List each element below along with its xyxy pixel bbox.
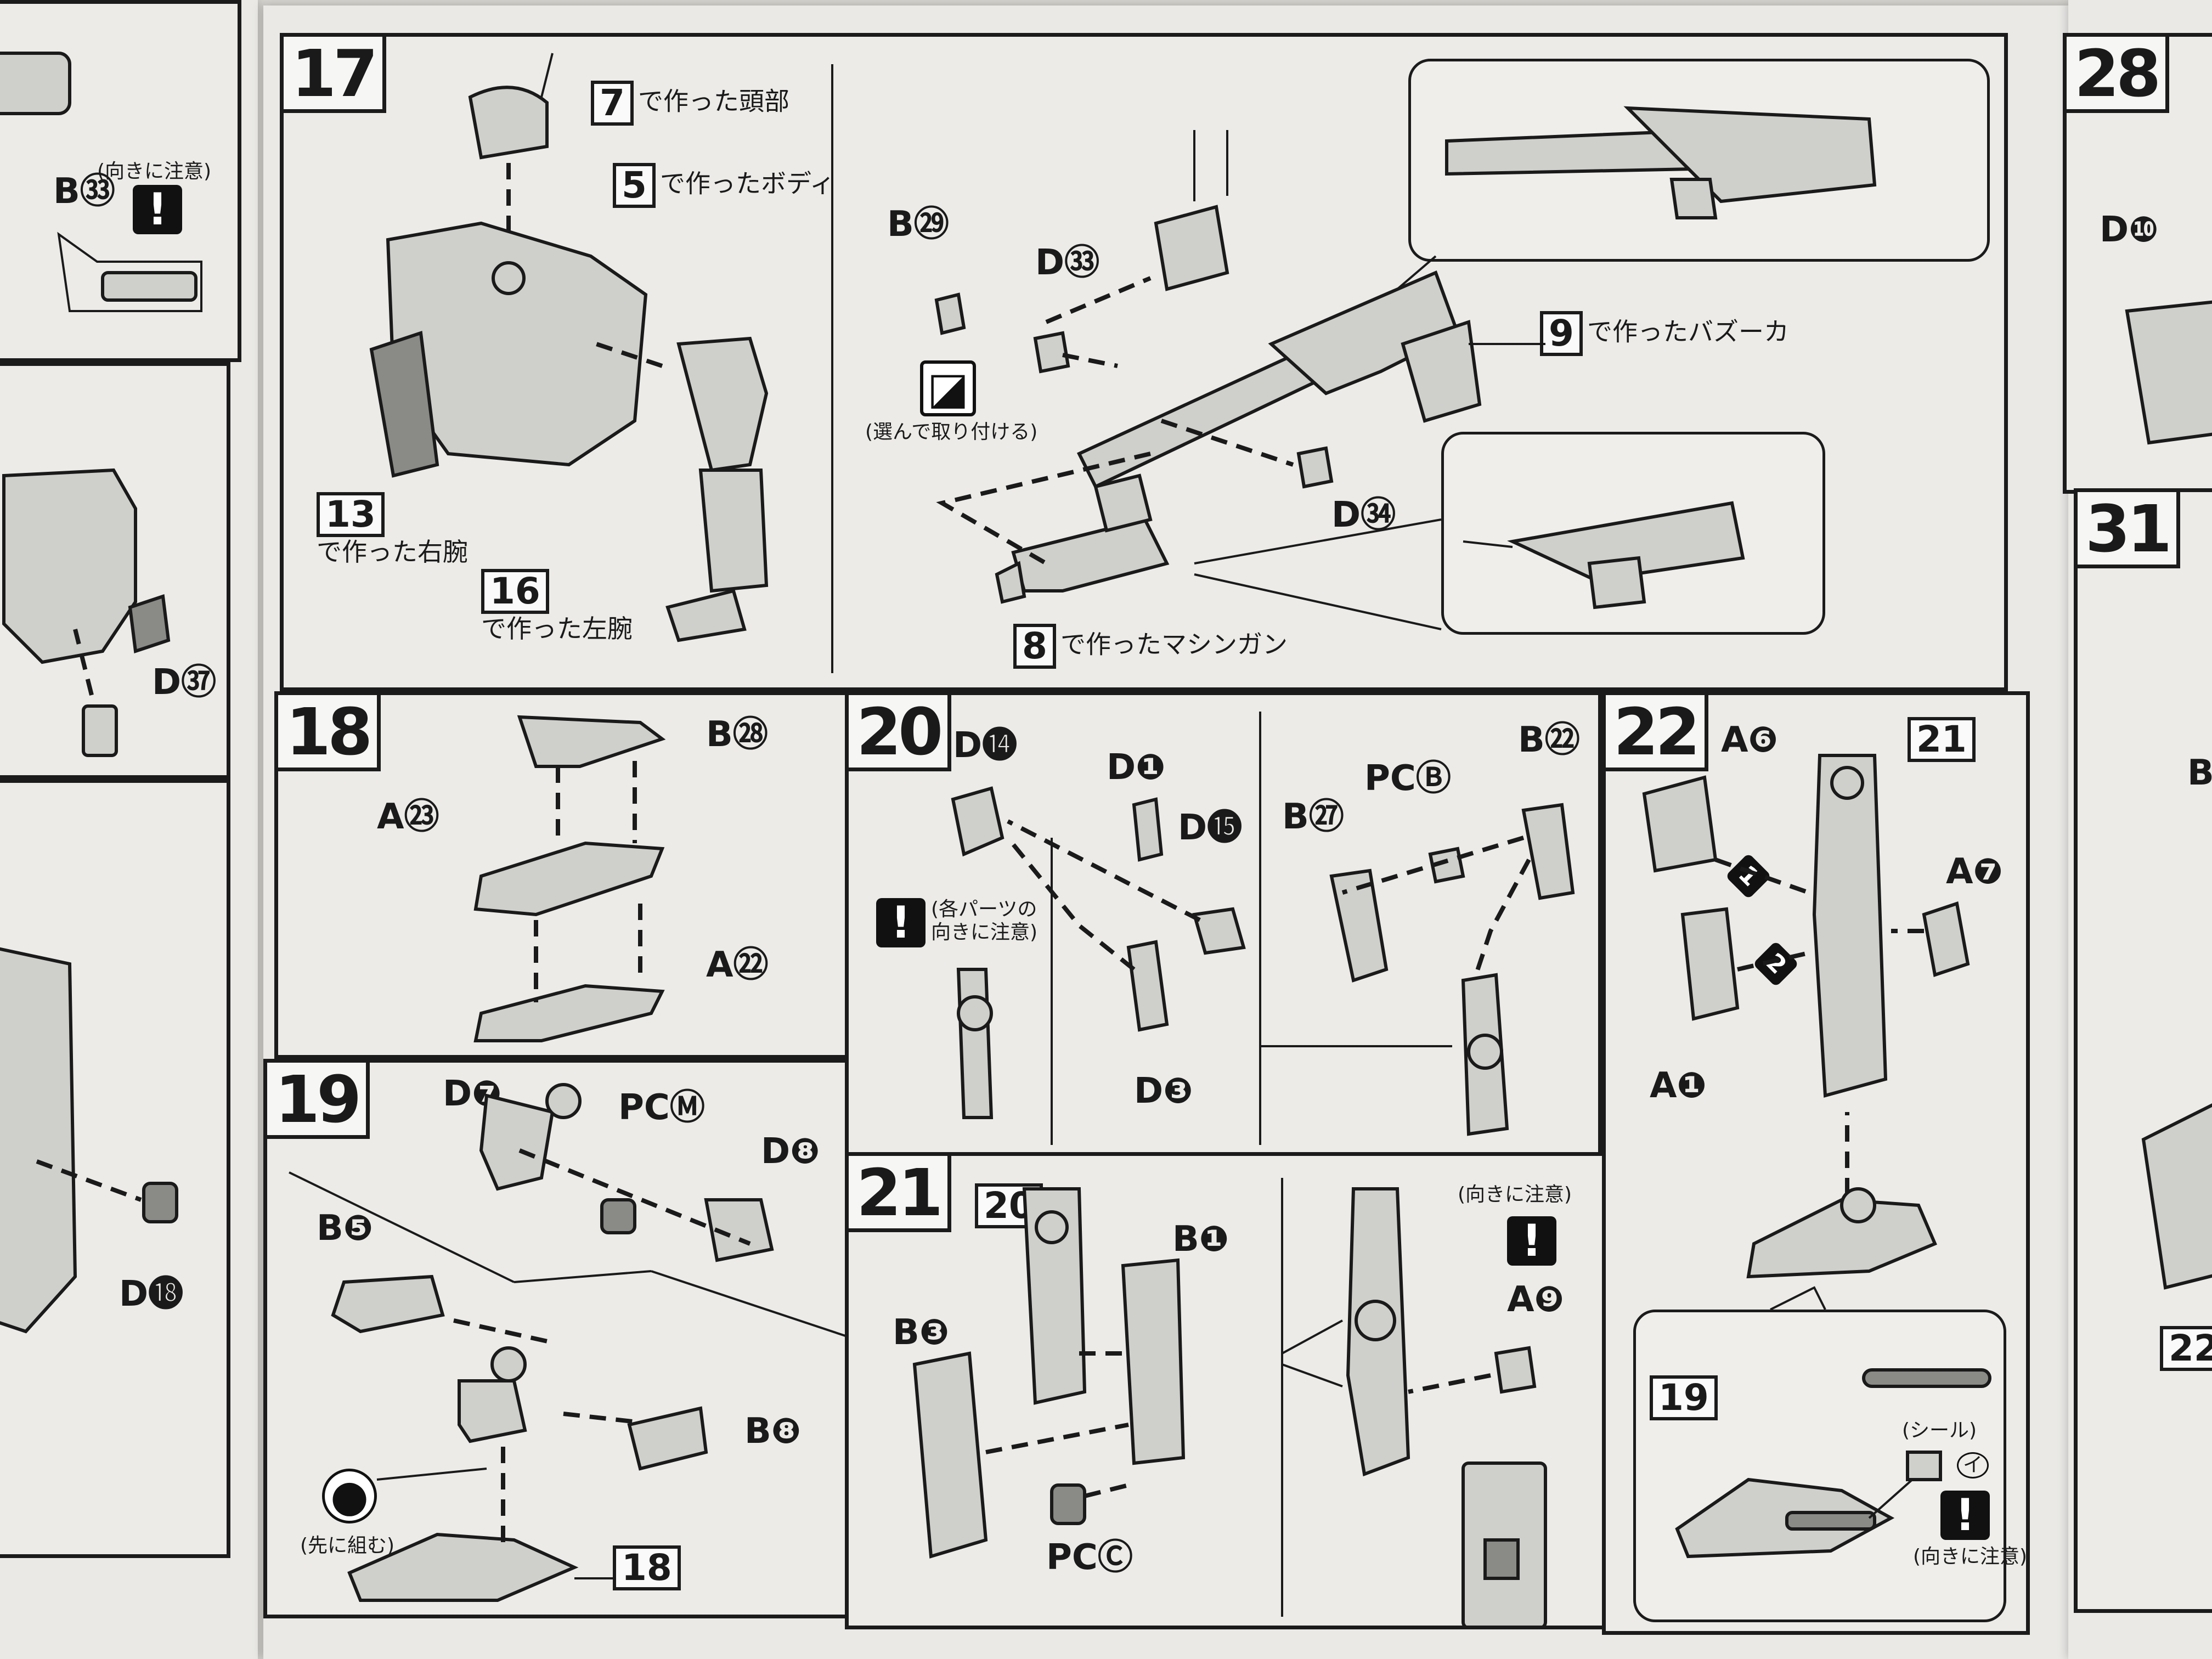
part-label-a7: A❼	[1946, 851, 2003, 892]
step-number: 28	[2067, 37, 2170, 113]
part-label-b-partial: B	[2187, 753, 2212, 793]
first-assemble-note: (先に組む)	[300, 1534, 395, 1557]
part-label-a23: A㉓	[377, 797, 439, 837]
left-panel-bottom: D⓲	[0, 779, 230, 1558]
left-bottom-parts	[0, 947, 178, 1334]
step-number: 31	[2078, 492, 2181, 568]
caution-note: (各パーツの 向きに注意)	[931, 898, 1038, 944]
step-22-panel: 22 A❻ 21 A❼ A❶ 1 2 19 (シール) イ ! (向きに注意)	[1602, 691, 2030, 1635]
part-label-b1: B❶	[1172, 1219, 1229, 1260]
step-21-panel: 21 20 B❶ B❸ PCⒸ (向きに注意) ! A❾	[845, 1152, 1613, 1629]
right-28-art	[2125, 300, 2212, 445]
choose-icon: ◪	[920, 360, 976, 416]
caution-icon: !	[1940, 1491, 1990, 1540]
part-label-d10: D❿	[2100, 210, 2159, 250]
step-20-art	[951, 712, 1575, 1145]
part-label-b8: B❽	[744, 1411, 801, 1452]
part-label-b27: B㉗	[1282, 797, 1344, 837]
step-number: 21	[849, 1156, 952, 1232]
step-20-panel: 20 D⓮ D❶ D⓯ D❸ ! (各パーツの 向きに注意) B㉒ PCⒷ B㉗	[845, 691, 1602, 1158]
caution-icon: !	[1507, 1216, 1556, 1266]
part-label-d1: D❶	[1107, 747, 1166, 788]
seal-code: イ	[1957, 1452, 1989, 1479]
step-number: 19	[267, 1063, 370, 1139]
left-panel-mid: D㊲	[0, 362, 230, 779]
step-18-panel: 18 B㉘ A㉓ A㉒	[274, 691, 850, 1059]
right-panel-31: 31 B 22	[2074, 488, 2212, 1613]
step-number: 17	[284, 37, 387, 113]
step-17-art	[369, 53, 1877, 673]
part-label-pcm: PCⓂ	[618, 1087, 705, 1128]
part-label-d33: D㉝	[1035, 242, 1100, 283]
caution-icon: !	[876, 898, 926, 947]
part-label-b5: B❺	[317, 1208, 373, 1249]
part-label-b22: B㉒	[1518, 720, 1580, 760]
part-label-d14: D⓮	[953, 725, 1018, 766]
ref-step-22: 22	[2160, 1326, 2212, 1371]
choose-note: (選んで取り付ける)	[865, 421, 1038, 443]
step-21-art	[912, 1178, 1547, 1626]
caution-icon: !	[133, 185, 182, 234]
step-22-art	[1642, 754, 1991, 1559]
seal-note: (シール)	[1902, 1419, 1977, 1442]
part-label-a22: A㉒	[706, 945, 769, 985]
part-label-b28: B㉘	[706, 714, 768, 755]
caution-note: (向きに注意)	[97, 160, 212, 183]
step-18-art	[473, 715, 666, 1042]
step-19-panel: 19 D❼ PCⓂ D❽ B❺ B❽ ● (先に組む) 18	[263, 1059, 850, 1618]
left-mid-parts	[2, 468, 171, 757]
step-19-art	[289, 1083, 847, 1602]
step-number: 18	[278, 695, 381, 771]
part-label-d15: D⓯	[1178, 808, 1243, 848]
part-label-d18: D⓲	[119, 1274, 184, 1314]
ref-step-18: 18	[613, 1545, 681, 1590]
first-assemble-icon: ●	[322, 1469, 377, 1523]
ref-step-19: 19	[1650, 1375, 1718, 1420]
part-label-pcc: PCⒸ	[1046, 1537, 1133, 1578]
caution-note: (向きに注意)	[1913, 1545, 2028, 1568]
step-number: 22	[1606, 695, 1709, 771]
part-label-d37: D㊲	[152, 662, 217, 703]
part-label-b3: B❸	[893, 1312, 949, 1353]
part-label-d3: D❸	[1134, 1071, 1193, 1111]
caution-note: (向きに注意)	[1458, 1183, 1572, 1206]
part-label-d8: D❽	[761, 1131, 820, 1172]
right-panel-28: 28 D❿	[2063, 33, 2212, 494]
part-label-pcb: PCⒷ	[1364, 758, 1451, 799]
step-number: 20	[849, 695, 952, 771]
part-label-a6: A❻	[1721, 720, 1778, 760]
right-31-art	[2141, 1103, 2212, 1290]
left-top-parts	[0, 52, 202, 312]
sticker-inset	[1633, 1310, 2006, 1622]
part-label-a1: A❶	[1650, 1065, 1707, 1106]
left-panel-top: B㉝ (向きに注意) !	[0, 0, 241, 362]
part-label-a9: A❾	[1507, 1279, 1564, 1320]
part-label-b29: B㉙	[887, 204, 949, 245]
ref-step-21: 21	[1908, 717, 1976, 762]
part-label-d34: D㉞	[1331, 495, 1396, 535]
part-label-b33: B㉝	[53, 171, 115, 212]
